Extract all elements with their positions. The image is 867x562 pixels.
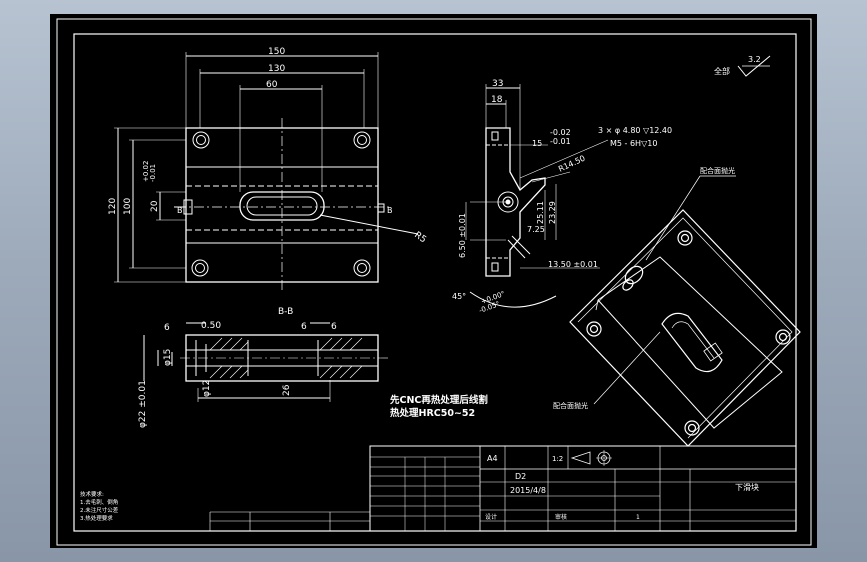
side-dim-33: 33 — [492, 79, 503, 89]
section-mark-b2: B — [387, 206, 393, 215]
angle-45: 45° — [452, 292, 466, 301]
top-view — [114, 52, 419, 292]
iso-labels: 配合面抛光 配合面抛光 — [553, 166, 735, 410]
angle-arc — [469, 291, 557, 308]
dim-100: 100 — [123, 198, 133, 215]
dim-150: 150 — [268, 47, 285, 57]
dim-130: 130 — [268, 64, 285, 74]
sec-dim-6b: 6 — [301, 322, 307, 332]
tb-scale: 1:2 — [552, 455, 563, 463]
corner-hole-br — [353, 259, 371, 277]
iso-holes — [586, 230, 791, 436]
sec-dim-050: 0.50 — [201, 321, 221, 331]
iso-base-plate — [569, 209, 801, 447]
heat-note: 先CNC再热处理后线割 热处理HRC50~52 — [390, 394, 488, 419]
tb-qty: 1 — [636, 514, 640, 521]
roughness-value: 3.2 — [748, 55, 761, 64]
side-view — [465, 84, 609, 308]
heat-note-line2: 热处理HRC50~52 — [390, 407, 475, 419]
sec-dim-22: φ22 ±0.01 — [138, 380, 148, 428]
section-view — [143, 322, 390, 402]
title-block-text: A4 1:2 D2 2015/4/8 下滑块 设计 审核 1 — [485, 454, 759, 521]
corner-hole-tr — [353, 131, 371, 149]
iso-label-top: 配合面抛光 — [700, 166, 735, 175]
title-block — [209, 445, 797, 532]
tb-material: D2 — [515, 472, 526, 481]
side-d23: 23.29 — [548, 201, 557, 224]
section-mark-b: B — [177, 206, 183, 215]
side-dim-15: 15 — [532, 139, 542, 148]
sec-dim-6c: 6 — [331, 322, 337, 332]
tb-designer: 设计 — [485, 513, 497, 521]
heat-note-line1: 先CNC再热处理后线割 — [390, 394, 488, 406]
iso-slot — [661, 312, 723, 373]
sec-dim-15: φ15 — [163, 349, 173, 366]
dim-tol-plus: +0.02 — [142, 161, 150, 182]
sec-dim-26: 26 — [282, 384, 292, 396]
dim-120: 120 — [108, 198, 118, 215]
tb-date: 2015/4/8 — [510, 486, 546, 495]
side-dim-18: 18 — [491, 95, 503, 105]
iso-pin — [622, 265, 644, 291]
sec-dim-6a: 6 — [164, 323, 170, 333]
corner-hole-bl — [191, 259, 209, 277]
isometric-view — [569, 175, 801, 447]
section-hatching — [209, 337, 363, 379]
tb-part-name: 下滑块 — [735, 482, 759, 492]
side-d725: 7.25 — [527, 225, 545, 234]
roughness-mark: 全部 3.2 — [714, 55, 771, 77]
tb-checker: 审核 — [555, 513, 567, 521]
thread-note: M5 - 6H▽10 — [610, 139, 657, 148]
roughness-label: 全部 — [714, 66, 730, 76]
iso-slider-top — [597, 256, 783, 429]
tb-sheet-size: A4 — [487, 454, 498, 463]
tech-item-1: 1.去毛刺、倒角 — [80, 498, 118, 506]
drawing-frame — [56, 18, 812, 546]
dim-20: 20 — [150, 200, 160, 212]
tech-item-3: 3.热处理要求 — [80, 514, 113, 522]
dim-60: 60 — [266, 80, 278, 90]
iso-label-bottom: 配合面抛光 — [553, 401, 588, 410]
drawing-background — [50, 14, 817, 548]
projection-symbol-icon — [570, 450, 612, 466]
tech-requirements: 技术要求: 1.去毛刺、倒角 2.未注尺寸公差 3.热处理要求 — [80, 490, 119, 522]
side-d1350: 13.50 ±0.01 — [548, 260, 598, 269]
dim-tol-minus: -0.01 — [149, 164, 157, 182]
side-tol-plus: -0.02 — [550, 128, 571, 137]
section-label: B-B — [278, 307, 293, 317]
tech-item-2: 2.未注尺寸公差 — [80, 506, 119, 514]
side-d650: 6.50 ±0.01 — [458, 213, 467, 258]
side-view-body — [485, 127, 546, 277]
side-tol-minus: -0.01 — [550, 137, 571, 146]
sec-dim-12: φ12 — [202, 380, 212, 397]
side-d25: 25.11 — [536, 201, 545, 224]
tech-title: 技术要求: — [80, 490, 104, 498]
corner-hole-tl — [192, 131, 210, 149]
top-view-dim-text: 150 130 60 120 100 20 +0.02 -0.01 R5 B B — [108, 47, 428, 245]
section-dim-text: B-B 6 0.50 6 6 φ15 φ12 26 φ22 ±0.01 — [138, 307, 337, 428]
hole-note: 3 × φ 4.80 ▽12.40 — [598, 126, 672, 135]
